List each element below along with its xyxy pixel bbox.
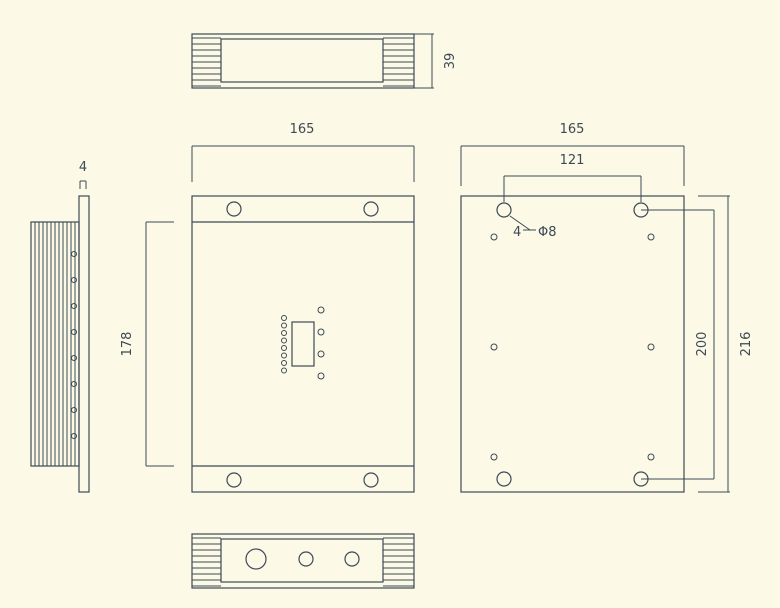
led-indicator bbox=[281, 322, 287, 329]
hole-spec-count: 4 bbox=[513, 225, 521, 240]
rear-small-hole bbox=[647, 453, 655, 461]
front-view bbox=[145, 145, 415, 493]
dim-hole-spacing: 121 bbox=[560, 153, 585, 168]
mount-hole bbox=[496, 202, 512, 218]
mount-hole bbox=[363, 472, 379, 488]
led-indicator bbox=[281, 352, 287, 359]
led-indicator bbox=[281, 337, 287, 344]
dim-top-width: 165 bbox=[290, 122, 315, 137]
side-indicator-dot bbox=[71, 407, 77, 413]
led-indicator bbox=[281, 330, 287, 336]
side-indicator-dot bbox=[71, 277, 77, 283]
dim-total-height: 216 bbox=[739, 332, 754, 357]
dim-mount-height: 178 bbox=[120, 332, 135, 357]
rear-small-hole bbox=[490, 343, 498, 351]
rear-small-hole bbox=[647, 233, 655, 241]
side-indicator-dot bbox=[71, 381, 77, 387]
led-indicator bbox=[281, 360, 287, 366]
rear-small-hole bbox=[490, 233, 498, 241]
led-indicator bbox=[281, 345, 287, 351]
mount-hole bbox=[226, 472, 242, 488]
rear-small-hole bbox=[647, 343, 655, 351]
side-view bbox=[30, 180, 90, 493]
led-indicator bbox=[317, 372, 325, 380]
led-indicator bbox=[281, 315, 287, 321]
side-indicator-dot bbox=[71, 251, 77, 257]
side-indicator-dot bbox=[71, 355, 77, 361]
top-end-view bbox=[191, 33, 434, 89]
mount-hole bbox=[496, 471, 512, 487]
rear-small-hole bbox=[490, 453, 498, 461]
led-indicator bbox=[317, 350, 325, 358]
side-indicator-dot bbox=[71, 433, 77, 439]
mount-hole bbox=[363, 201, 379, 217]
dim-hole-vertical-spacing: 200 bbox=[695, 332, 710, 357]
hole-spec-diameter: Φ8 bbox=[538, 225, 557, 240]
led-indicator bbox=[317, 306, 325, 314]
side-indicator-dot bbox=[71, 329, 77, 335]
side-indicator-dot bbox=[71, 303, 77, 309]
dim-bottom-width: 165 bbox=[560, 122, 585, 137]
led-indicator bbox=[281, 367, 287, 374]
connector-small bbox=[344, 551, 360, 567]
dim-side-thickness: 4 bbox=[79, 160, 87, 175]
led-indicator bbox=[317, 328, 325, 336]
mount-hole bbox=[226, 201, 242, 217]
connector-large bbox=[245, 548, 267, 570]
dim-front-height: 39 bbox=[443, 53, 458, 70]
display-window bbox=[291, 321, 315, 367]
rear-view bbox=[460, 145, 730, 493]
bottom-end-view bbox=[191, 533, 415, 589]
connector-small bbox=[298, 551, 314, 567]
